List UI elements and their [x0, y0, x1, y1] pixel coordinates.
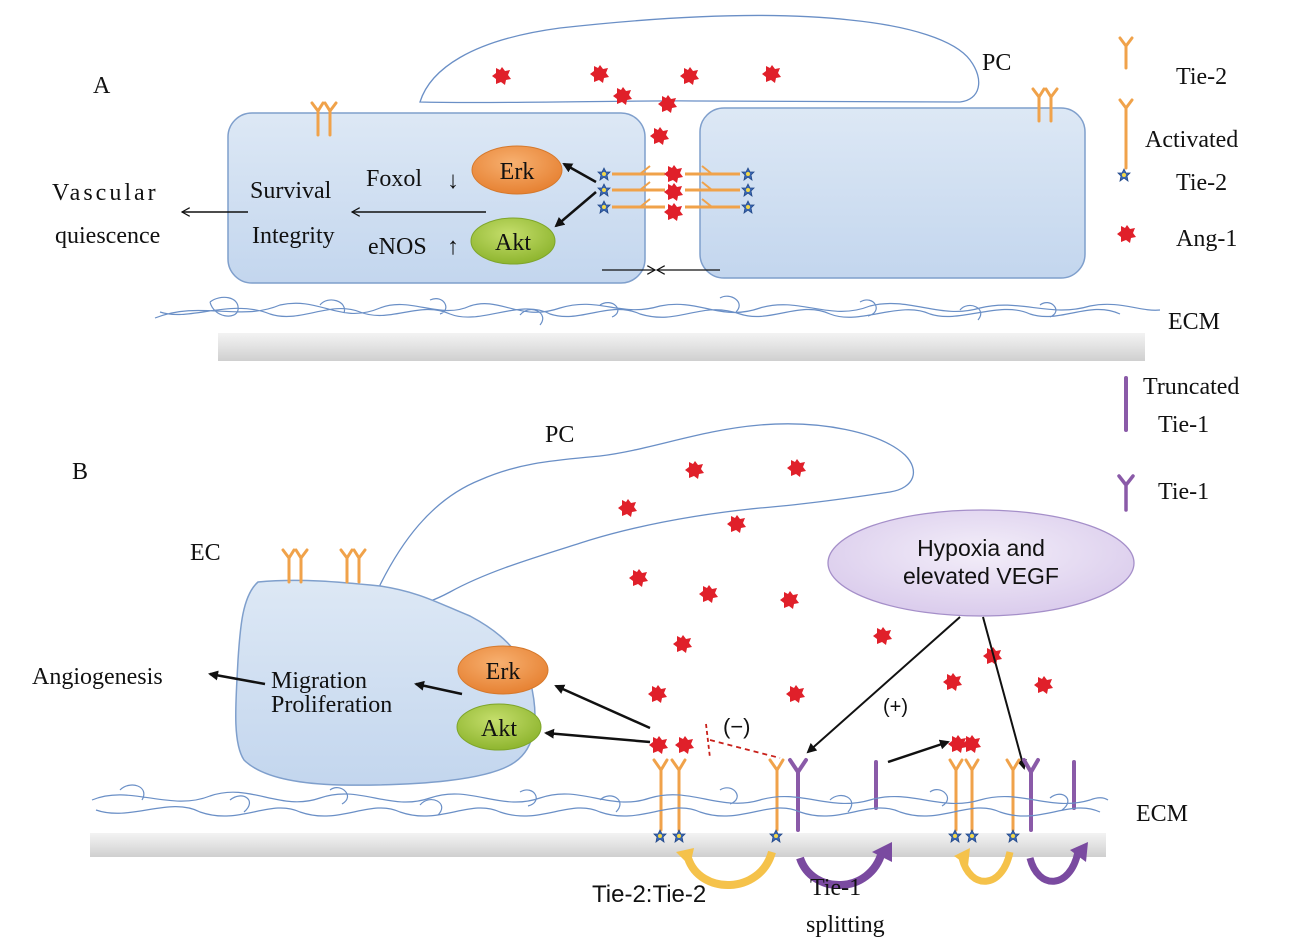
ecm-label-a: ECM — [1168, 309, 1220, 335]
pericyte-a — [419, 14, 980, 104]
purple-arrowhead-2 — [1070, 842, 1088, 862]
plus-label: (+) — [883, 696, 908, 718]
pc-label-b: PC — [545, 422, 574, 448]
legend-truncated-label-2: Tie-1 — [1158, 412, 1209, 438]
legend: Tie-2 Activated Tie-2 Ang-1 Truncated Ti… — [1117, 36, 1239, 512]
tie1-receptor-ecm — [788, 758, 808, 832]
akt-node-a — [470, 217, 556, 265]
arrow-to-angiogenesis — [208, 670, 266, 686]
plus-arrow — [887, 739, 950, 764]
legend-ang1-label: Ang-1 — [1176, 226, 1237, 252]
legend-tie2-icon — [1118, 36, 1134, 70]
legend-tie1-icon — [1117, 474, 1135, 512]
arrow-to-erk — [562, 162, 597, 184]
legend-activated-label-2: Tie-2 — [1176, 170, 1227, 196]
tie2-pair-label: Tie-2:Tie-2 — [592, 881, 706, 908]
outcome-a-line1: Vascular — [52, 180, 159, 206]
yellow-arrowhead-1 — [676, 848, 694, 866]
ecm-label-b: ECM — [1136, 801, 1188, 827]
purple-curved-arrow-2 — [1026, 851, 1082, 885]
yellow-curved-arrow-2 — [958, 851, 1014, 885]
ecm-fibers-b — [91, 784, 1109, 817]
akt-label-a: Akt — [495, 230, 531, 256]
angiogenesis-label: Angiogenesis — [32, 664, 163, 690]
akt-node-b — [456, 703, 542, 751]
proliferation-label: Proliferation — [271, 692, 392, 718]
tie2-right-group — [948, 758, 1021, 832]
erk-label-a: Erk — [500, 159, 535, 185]
tie1-split-label-1: Tie-1 — [810, 875, 861, 901]
minus-label: (−) — [723, 714, 751, 739]
survival-label: Survival — [250, 178, 332, 204]
tie1-split-label-2: splitting — [806, 912, 885, 938]
enos-up-arrow: ↑ — [447, 234, 459, 260]
akt-label-b: Akt — [481, 716, 517, 742]
panel-b-label: B — [72, 459, 88, 485]
legend-truncated-label-1: Truncated — [1143, 374, 1239, 400]
yellow-curved-arrow-1 — [684, 850, 776, 889]
tie1-receptor-right — [1022, 758, 1040, 832]
purple-arrowhead-1 — [872, 842, 892, 862]
arrow-to-akt — [554, 191, 597, 228]
erk-node-a — [471, 145, 563, 195]
hypoxia-label-1: Hypoxia and — [917, 535, 1045, 561]
arrow-to-migration — [414, 680, 463, 696]
enos-label: eNOS — [368, 234, 427, 260]
migration-label: Migration — [271, 668, 367, 694]
tie2-single-ecm — [768, 758, 785, 832]
pericyte-b — [379, 423, 914, 608]
integrity-label: Integrity — [252, 223, 335, 249]
ang1-bound-2 — [675, 736, 694, 754]
pc-label-a: PC — [982, 50, 1011, 76]
hypoxia-label-2: elevated VEGF — [903, 563, 1059, 589]
foxol-label: Foxol — [366, 166, 422, 192]
ang1-released-2 — [962, 735, 981, 753]
legend-tie2-label: Tie-2 — [1176, 64, 1227, 90]
ec-label: EC — [190, 540, 221, 566]
legend-tie1-label: Tie-1 — [1158, 479, 1209, 505]
legend-activated-label-1: Activated — [1145, 127, 1238, 153]
inhibition-bar — [705, 723, 711, 759]
tie2-receptor-b1 — [281, 548, 309, 584]
yellow-arrowhead-2 — [954, 848, 970, 866]
inhibition-dashed-line — [709, 739, 781, 759]
tie2-junction-complex — [597, 165, 755, 221]
tie2-dimer-ecm — [652, 758, 687, 832]
outcome-a-line2: quiescence — [55, 223, 160, 249]
tie2-receptor-b2 — [339, 548, 367, 584]
panel-a-label: A — [93, 73, 111, 99]
arrow-to-erk-b — [554, 684, 651, 730]
purple-curved-arrow-1 — [796, 850, 886, 889]
hypoxia-arrow-left — [806, 616, 961, 754]
hypoxia-arrow-right — [982, 616, 1027, 770]
legend-ang1-icon — [1117, 225, 1136, 243]
arrow-to-akt-b — [544, 728, 651, 744]
endothelial-cell-right — [699, 107, 1086, 279]
legend-activated-tie2-icon — [1118, 98, 1134, 170]
erk-label-b: Erk — [486, 659, 521, 685]
hypoxia-node — [827, 509, 1135, 617]
ecm-bar-b — [90, 833, 1106, 857]
foxol-down-arrow: ↓ — [447, 168, 459, 194]
erk-node-b — [457, 645, 549, 695]
ang1-bound-1 — [649, 736, 668, 754]
ecm-fibers-a — [154, 295, 1161, 326]
ecm-bar-a — [218, 333, 1145, 361]
